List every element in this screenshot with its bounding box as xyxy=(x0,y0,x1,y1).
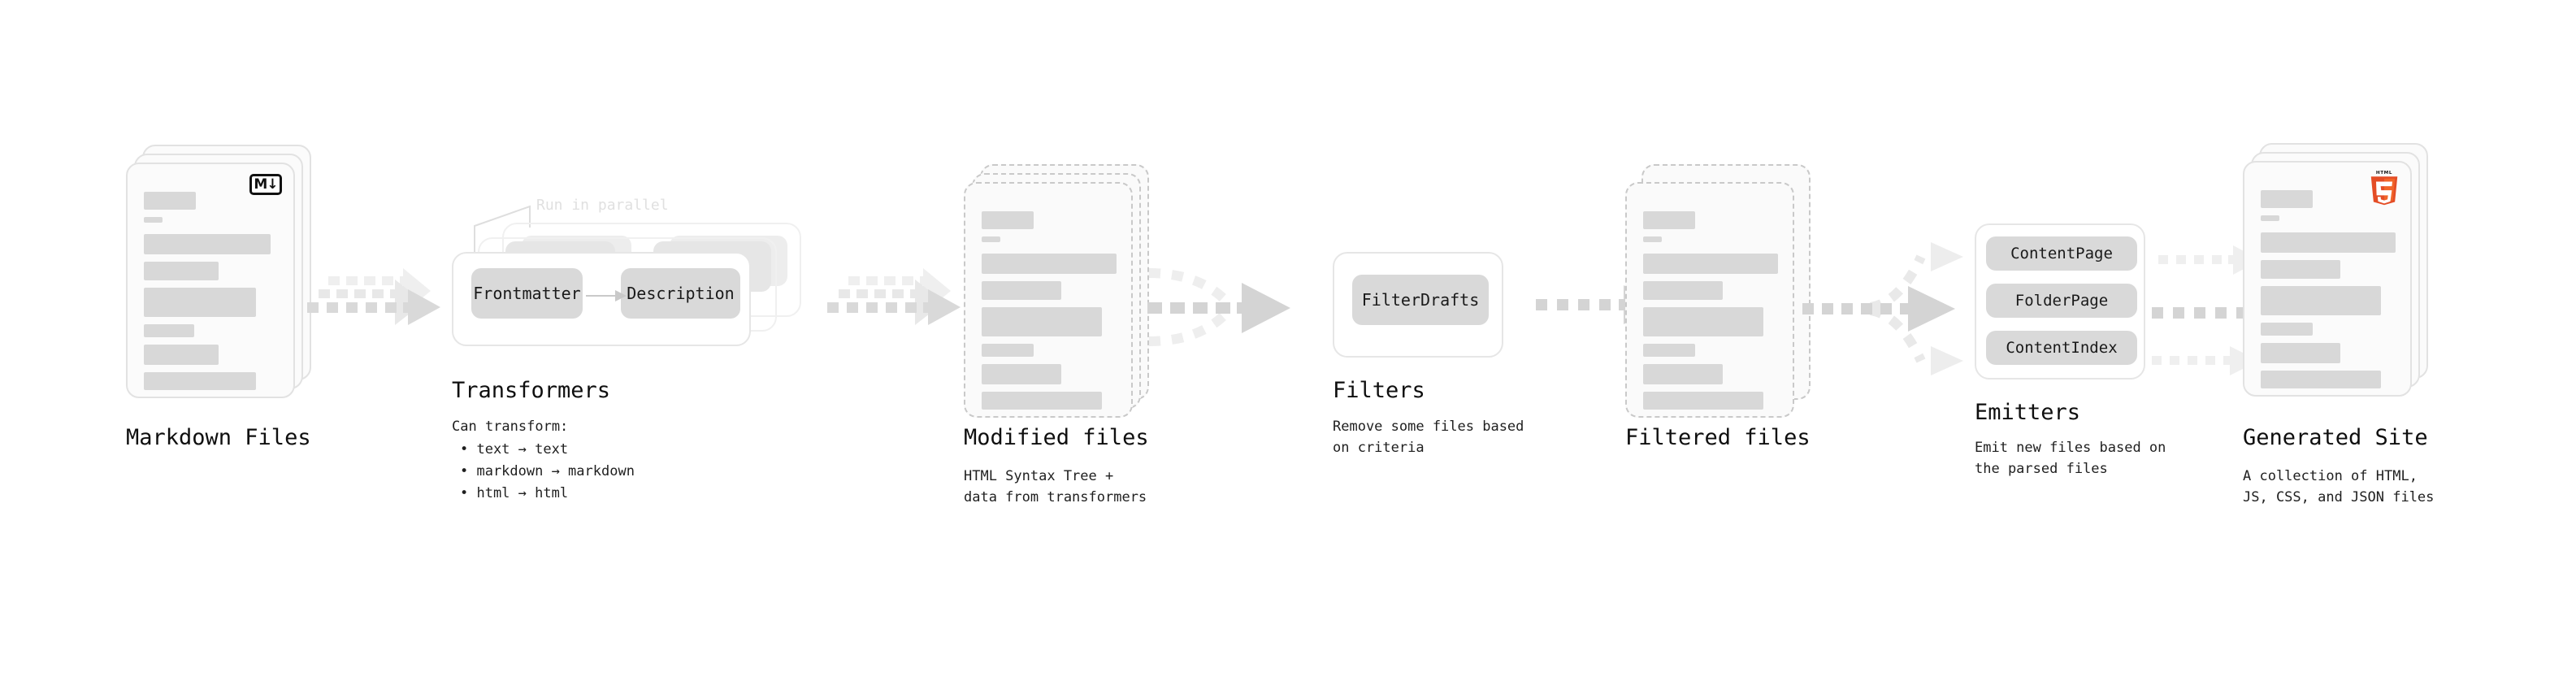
generated-site-subtitle: A collection of HTML, JS, CSS, and JSON … xyxy=(2243,468,2435,506)
bar xyxy=(982,392,1102,410)
markdown-badge: M↓ xyxy=(249,174,282,195)
bar xyxy=(2261,232,2396,253)
site-file-stack: CSS HTML xyxy=(2243,143,2454,421)
bar xyxy=(1643,211,1695,229)
emitters-group: ContentPage FolderPage ContentIndex xyxy=(1975,223,2145,380)
bar xyxy=(144,345,219,365)
transformer-item-description[interactable]: Description xyxy=(621,268,740,319)
transformers-intro: Can transform: xyxy=(452,419,569,435)
connector-filtered-to-emitters xyxy=(1802,242,1963,375)
bullet-markdown: • markdown → markdown xyxy=(460,463,635,480)
bar xyxy=(982,307,1102,336)
bar xyxy=(982,236,1000,242)
bar xyxy=(144,372,256,390)
transformer-item-frontmatter[interactable]: Frontmatter xyxy=(471,268,583,319)
bar xyxy=(1643,236,1662,242)
bar xyxy=(1643,392,1763,410)
stage-title-emitters: Emitters xyxy=(1975,400,2081,425)
modified-files-subtitle: HTML Syntax Tree + data from transformer… xyxy=(964,468,1147,506)
emitter-item-contentpage[interactable]: ContentPage xyxy=(1986,236,2137,271)
bar xyxy=(982,364,1061,384)
markdown-card-front: M↓ xyxy=(126,163,295,398)
bar xyxy=(2261,371,2381,388)
bar xyxy=(2261,190,2313,208)
transformer-group-front: Frontmatter Description xyxy=(452,252,751,346)
stage-title-filters: Filters xyxy=(1333,378,1425,403)
run-in-parallel-label: Run in parallel xyxy=(536,197,669,214)
bar xyxy=(2261,286,2381,315)
stage-title-transformers: Transformers xyxy=(452,378,611,403)
card-placeholder-bars xyxy=(144,192,277,397)
connector-transformers-to-modified xyxy=(827,268,961,325)
connector-modified-to-filters xyxy=(1147,268,1290,346)
bar xyxy=(144,324,194,337)
run-in-parallel-bracket xyxy=(474,205,531,260)
bar xyxy=(1643,307,1763,336)
bar xyxy=(1643,344,1695,357)
bar xyxy=(982,344,1034,357)
bar xyxy=(982,281,1061,300)
emitters-subtitle: Emit new files based on the parsed files xyxy=(1975,440,2166,478)
bullet-text: • text → text xyxy=(460,441,569,458)
modified-card-front xyxy=(964,182,1133,418)
bar xyxy=(1643,254,1778,274)
filters-group: FilterDrafts xyxy=(1333,252,1503,358)
card-placeholder-bars xyxy=(982,211,1117,417)
stage-title-generated-site: Generated Site xyxy=(2243,425,2428,450)
html5-badge: HTML xyxy=(2370,171,2398,206)
filter-item-filterdrafts[interactable]: FilterDrafts xyxy=(1352,275,1489,325)
transformer-arrow-front xyxy=(586,290,627,301)
bar xyxy=(1643,364,1723,384)
bar xyxy=(144,234,271,254)
stage-title-markdown-files: Markdown Files xyxy=(126,425,311,450)
card-placeholder-bars xyxy=(2261,190,2396,396)
emitter-item-folderpage[interactable]: FolderPage xyxy=(1986,284,2137,318)
bar xyxy=(144,262,219,280)
bar xyxy=(2261,323,2313,336)
bar xyxy=(2261,260,2340,279)
bar xyxy=(144,192,196,210)
bullet-html: • html → html xyxy=(460,485,569,502)
bar xyxy=(982,211,1034,229)
bar xyxy=(144,217,163,223)
svg-text:HTML: HTML xyxy=(2376,171,2392,176)
bar xyxy=(2261,343,2340,363)
bar xyxy=(2261,215,2279,221)
modified-file-stack xyxy=(964,164,1175,442)
card-placeholder-bars xyxy=(1643,211,1778,417)
bar xyxy=(1643,281,1723,300)
filtered-card-front xyxy=(1625,182,1794,418)
transformers-bullets: • text → text • markdown → markdown • ht… xyxy=(460,439,635,505)
bar xyxy=(144,288,256,317)
filtered-file-stack xyxy=(1625,164,1837,442)
connector-md-to-transformers xyxy=(307,268,440,325)
markdown-file-stack: M↓ M↓ M↓ xyxy=(126,145,337,423)
site-card-front: HTML xyxy=(2243,161,2412,397)
stage-title-modified-files: Modified files xyxy=(964,425,1149,450)
emitter-item-contentindex[interactable]: ContentIndex xyxy=(1986,331,2137,365)
bar xyxy=(982,254,1117,274)
filters-subtitle: Remove some files based on criteria xyxy=(1333,419,1524,457)
stage-title-filtered-files: Filtered files xyxy=(1625,425,1811,450)
